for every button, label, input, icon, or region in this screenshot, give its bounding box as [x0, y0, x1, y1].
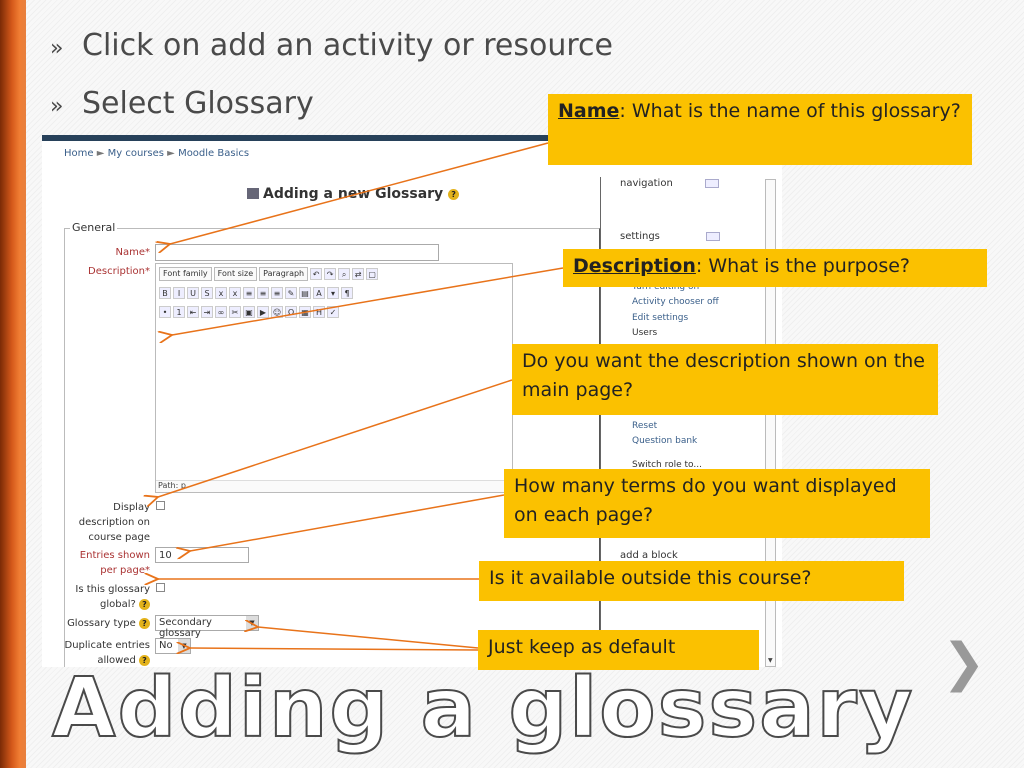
entries-callout: How many terms do you want displayed on …	[504, 469, 930, 538]
font-size-select[interactable]: Font size	[213, 267, 258, 281]
page-title: Adding a new Glossary ?	[247, 186, 460, 202]
paragraph-select[interactable]: Paragraph	[259, 267, 309, 281]
chevron-down-icon: ▼	[246, 616, 258, 630]
edit-settings-link[interactable]: Edit settings	[632, 313, 689, 323]
description-callout: Description: What is the purpose?	[563, 249, 987, 287]
scrollbar[interactable]: ▼	[765, 179, 776, 667]
strikethrough-icon[interactable]: S	[201, 287, 213, 299]
indent-icon[interactable]: ⇥	[201, 306, 213, 318]
duplicate-entries-label: Duplicate entries allowed ?	[64, 640, 150, 666]
description-editor[interactable]: Font family Font size Paragraph ↶ ↷ ⌕ ⇄ …	[155, 263, 513, 493]
bullet-list-icon[interactable]: •	[159, 306, 171, 318]
chevron-down-icon: ▼	[178, 639, 190, 653]
find-icon[interactable]: ⌕	[338, 268, 351, 280]
settings-block-title: settings	[620, 231, 720, 242]
glossary-icon	[247, 188, 259, 199]
text-color-icon[interactable]: A	[313, 287, 325, 299]
description-label: Description*	[88, 266, 150, 277]
breadcrumb: Home ► My courses ► Moodle Basics	[64, 148, 250, 159]
breadcrumb-course[interactable]: Moodle Basics	[178, 148, 250, 159]
bold-icon[interactable]: B	[159, 287, 171, 299]
table-icon[interactable]: ▦	[299, 306, 311, 318]
redo-icon[interactable]: ↷	[324, 268, 337, 280]
help-icon[interactable]: ?	[448, 188, 460, 200]
name-label: Name*	[115, 247, 150, 258]
bullet-item: »Select Glossary	[50, 86, 314, 121]
duplicate-entries-select[interactable]: No▼	[155, 638, 191, 654]
switch-role-link[interactable]: Switch role to...	[632, 460, 702, 470]
navigation-block-title: navigation	[620, 178, 719, 189]
breadcrumb-my-courses[interactable]: My courses	[107, 148, 164, 159]
image-icon[interactable]: ▣	[243, 306, 255, 318]
accent-bar	[0, 0, 26, 768]
unlink-icon[interactable]: ✂	[229, 306, 241, 318]
name-callout: Name: What is the name of this glossary?	[548, 94, 972, 165]
editor-path: Path: p	[156, 480, 512, 492]
name-field[interactable]	[155, 244, 439, 261]
global-label: Is this glossary global? ?	[75, 584, 150, 610]
turn-editing-on-link[interactable]: Turn editing on	[632, 282, 700, 292]
activity-chooser-link[interactable]: Activity chooser off	[632, 297, 719, 307]
reset-link[interactable]: Reset	[632, 421, 658, 431]
html-icon[interactable]: H	[313, 306, 325, 318]
outdent-icon[interactable]: ⇤	[187, 306, 199, 318]
number-list-icon[interactable]: 1	[173, 306, 185, 318]
italic-icon[interactable]: I	[173, 287, 185, 299]
underline-icon[interactable]: U	[187, 287, 199, 299]
bullet-item: »Click on add an activity or resource	[50, 28, 613, 63]
spellcheck-icon[interactable]: ✓	[327, 306, 339, 318]
paste-icon[interactable]: ▤	[299, 287, 311, 299]
global-checkbox[interactable]	[156, 583, 165, 592]
link-icon[interactable]: ∞	[215, 306, 227, 318]
undo-icon[interactable]: ↶	[310, 268, 323, 280]
fullscreen-icon[interactable]: ▢	[366, 268, 379, 280]
clean-icon[interactable]: ✎	[285, 287, 297, 299]
help-icon[interactable]: ?	[139, 617, 150, 629]
fieldset-legend: General	[70, 221, 118, 234]
media-icon[interactable]: ▶	[257, 306, 269, 318]
subscript-icon[interactable]: x	[215, 287, 227, 299]
replace-icon[interactable]: ⇄	[352, 268, 365, 280]
entries-per-page-label: Entries shown per page*	[79, 550, 150, 576]
ltr-icon[interactable]: ¶	[341, 287, 353, 299]
glossary-type-label: Glossary type ?	[64, 616, 150, 631]
entries-per-page-field[interactable]: 10	[155, 547, 249, 563]
align-center-icon[interactable]: ≡	[257, 287, 269, 299]
chevron-right-icon[interactable]: ❯	[942, 633, 986, 693]
superscript-icon[interactable]: x	[229, 287, 241, 299]
glossary-type-select[interactable]: Secondary glossary▼	[155, 615, 259, 639]
align-left-icon[interactable]: ≡	[243, 287, 255, 299]
font-family-select[interactable]: Font family	[159, 267, 212, 281]
display-description-checkbox[interactable]	[156, 501, 165, 510]
scroll-down-icon[interactable]: ▼	[768, 657, 773, 664]
display-description-label: Display description on course page	[78, 502, 150, 543]
help-icon[interactable]: ?	[139, 654, 150, 666]
question-bank-link[interactable]: Question bank	[632, 436, 698, 446]
users-link[interactable]: Users	[632, 328, 658, 338]
help-icon[interactable]: ?	[139, 598, 150, 610]
display-description-callout: Do you want the description shown on the…	[512, 344, 938, 415]
char-map-icon[interactable]: Ω	[285, 306, 297, 318]
block-toggle-icon[interactable]	[705, 231, 720, 241]
column-divider	[600, 177, 601, 667]
add-block-title: add a block	[620, 550, 678, 561]
header-band	[42, 135, 782, 141]
global-callout: Is it available outside this course?	[479, 561, 904, 601]
breadcrumb-home[interactable]: Home	[64, 148, 94, 159]
slide-title: Adding a glossary	[51, 661, 915, 756]
align-right-icon[interactable]: ≡	[271, 287, 283, 299]
block-toggle-icon[interactable]	[704, 178, 719, 188]
emoticon-icon[interactable]: ☺	[271, 306, 283, 318]
defaults-callout: Just keep as default	[478, 630, 759, 670]
highlight-icon[interactable]: ▾	[327, 287, 339, 299]
